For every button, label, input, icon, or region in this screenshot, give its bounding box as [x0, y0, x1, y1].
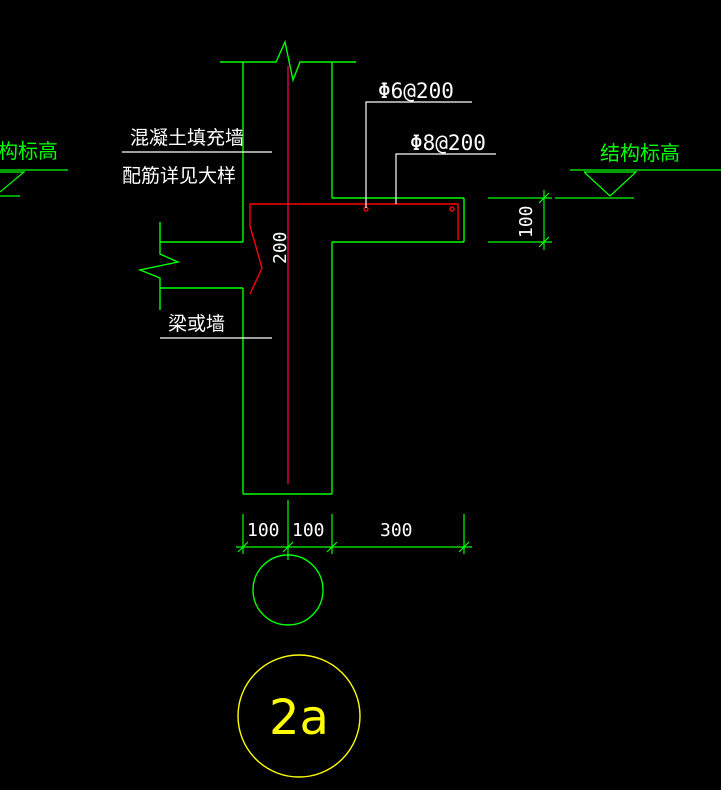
top-break-line	[220, 39, 356, 83]
leader-lines	[122, 101, 496, 339]
bottom-dim-text-3: 300	[380, 520, 413, 541]
right-level-text: 结构标高	[600, 141, 680, 165]
bottom-dim-text-1: 100	[247, 520, 280, 541]
bottom-dim-tick-4	[458, 541, 470, 553]
bottom-dim-tick-2	[282, 541, 294, 553]
right-dimension	[488, 190, 552, 250]
dim-200-label: 200	[270, 231, 291, 264]
leader-phi6	[365, 101, 472, 208]
right-level-triangle	[583, 171, 638, 197]
left-level-text: 构标高	[0, 139, 58, 163]
rebar-slab-bar	[249, 203, 459, 295]
right-dim-text: 100	[516, 205, 537, 238]
bottom-dim-tick-1	[237, 541, 249, 553]
left-break-line	[137, 222, 181, 310]
left-level-triangle	[0, 171, 26, 193]
bottom-dim-tick-3	[326, 541, 338, 553]
beam-wall-label: 梁或墙	[168, 313, 225, 335]
right-dim-tick-bottom	[538, 236, 550, 248]
rebar-slab-label: Φ8@200	[410, 131, 486, 155]
bottom-dimension	[236, 500, 472, 554]
bottom-dim-text-2: 100	[292, 520, 325, 541]
leader-phi8	[395, 153, 496, 204]
detail-bubble	[237, 654, 361, 778]
rebar-note-label: 配筋详见大样	[122, 165, 236, 187]
right-level-marker	[555, 169, 721, 199]
detail-bubble-text: 2a	[269, 690, 329, 746]
rebar-dot-2	[449, 206, 455, 212]
rebar-top-label: Φ6@200	[378, 79, 454, 103]
left-level-marker	[0, 169, 68, 197]
concrete-outline	[137, 39, 465, 495]
right-dim-tick-top	[538, 192, 550, 204]
axis-bubble	[252, 554, 324, 626]
fill-wall-label: 混凝土填充墙	[130, 127, 244, 149]
